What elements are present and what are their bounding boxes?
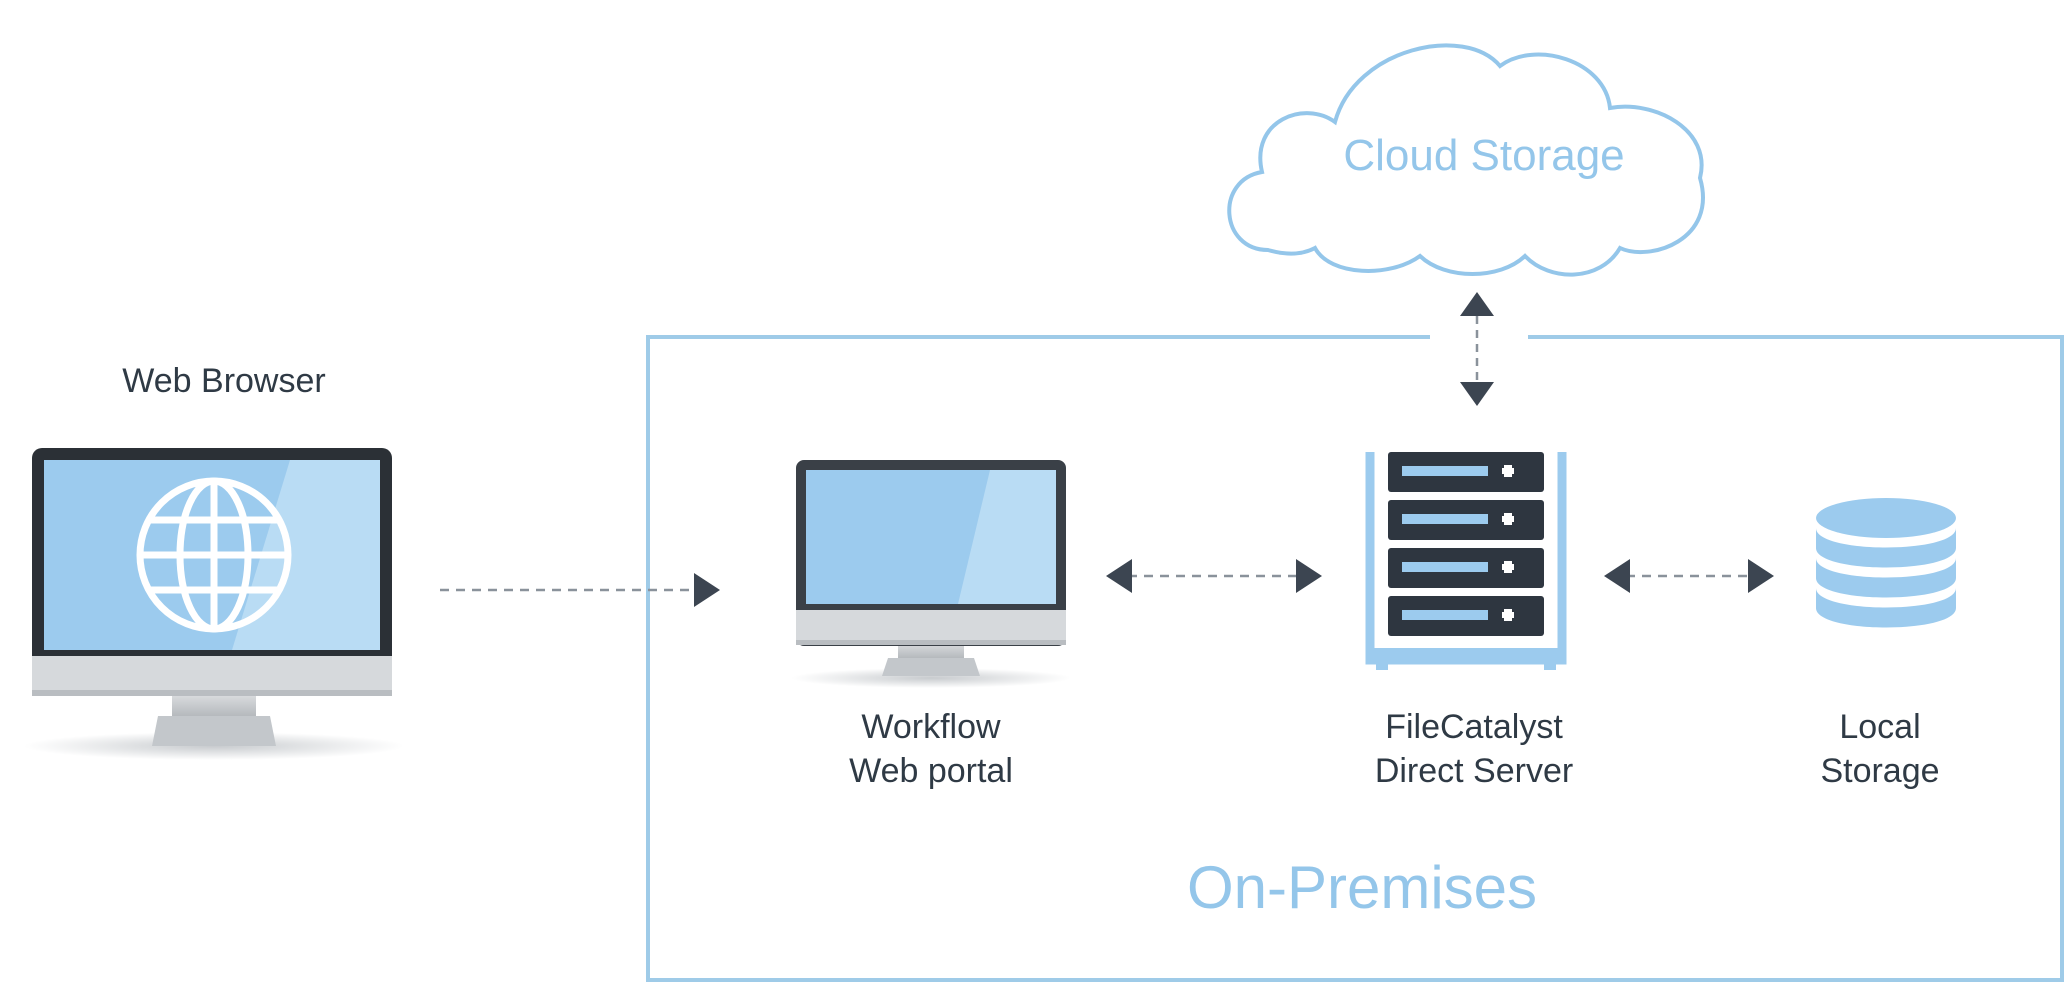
cloud-storage-label: Cloud Storage	[1343, 131, 1624, 180]
on-premises-label: On-Premises	[1187, 854, 1537, 921]
web-browser-title: Web Browser	[122, 362, 325, 400]
server-unit-1	[1388, 452, 1544, 492]
workflow-portal-monitor	[791, 460, 1071, 688]
database-icon	[1816, 498, 1956, 628]
server-label-line1: FileCatalyst	[1385, 708, 1563, 746]
cloud-server-arrow	[1460, 292, 1494, 406]
local-storage-label-line1: Local	[1839, 708, 1920, 746]
web-browser-monitor	[24, 448, 404, 760]
server-label-line2: Direct Server	[1375, 752, 1573, 790]
server-unit-3	[1388, 548, 1544, 588]
local-storage-label-line2: Storage	[1820, 752, 1939, 790]
workflow-label-line1: Workflow	[861, 708, 1001, 746]
portal-server-arrow	[1106, 559, 1322, 593]
globe-icon	[136, 477, 292, 633]
on-premises-frame	[646, 335, 2064, 982]
cloud-icon	[1227, 43, 1705, 277]
browser-to-portal-arrow	[440, 573, 720, 607]
workflow-label-line2: Web portal	[849, 752, 1013, 790]
server-rack-icon	[1365, 452, 1567, 670]
server-storage-arrow	[1604, 559, 1774, 593]
server-unit-4	[1388, 596, 1544, 636]
server-unit-2	[1388, 500, 1544, 540]
